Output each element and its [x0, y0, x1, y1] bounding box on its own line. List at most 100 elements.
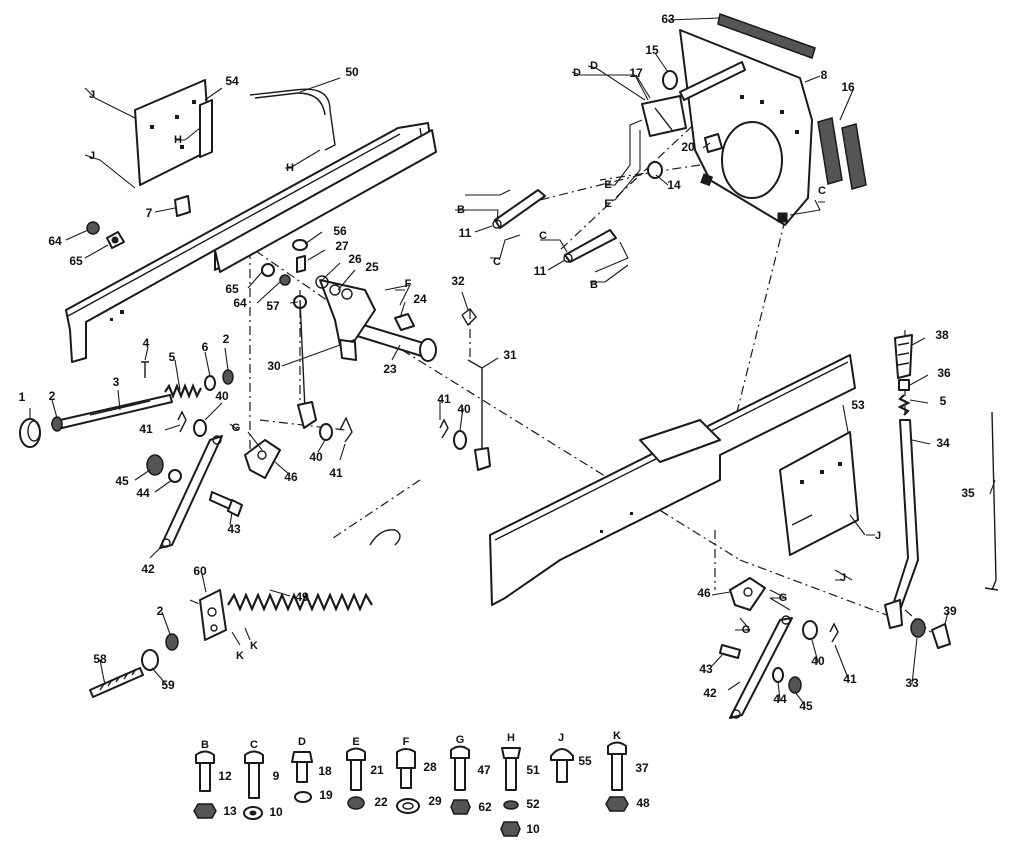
- callout-46: 46: [697, 586, 711, 600]
- letter-J: J: [89, 150, 95, 162]
- key-bolt-51: 51: [526, 763, 540, 777]
- callout-11: 11: [534, 264, 547, 278]
- hardware-key-H: H 51 52 10: [500, 732, 540, 837]
- washer-44-right: [772, 667, 784, 683]
- bushing-15: [662, 70, 678, 90]
- strip-63: [717, 13, 816, 59]
- key-bolt-9: 9: [273, 769, 280, 783]
- key-letter-H: H: [507, 732, 515, 744]
- callout-11: 11: [459, 226, 472, 240]
- plate-53: [779, 431, 859, 556]
- pin-4: [141, 361, 149, 378]
- callout-63: 63: [661, 12, 675, 26]
- callout-16: 16: [841, 80, 855, 94]
- callout-30: 30: [267, 359, 281, 373]
- callout-41: 41: [437, 392, 451, 406]
- rod-31: [467, 359, 491, 471]
- nut-washer-64-65-left: [86, 221, 125, 249]
- letter-G: G: [742, 624, 751, 636]
- leader-lines: [29, 17, 996, 706]
- part-7-clip: [174, 195, 191, 217]
- callout-1: 1: [19, 390, 26, 404]
- control-rod-3: [59, 394, 173, 429]
- nut-45-right: [788, 676, 802, 694]
- letter-D: D: [590, 60, 598, 72]
- washer-65-64-center: [261, 263, 307, 309]
- callout-33: 33: [905, 676, 919, 690]
- callout-56: 56: [333, 224, 347, 238]
- letter-H: H: [174, 134, 182, 146]
- rod-11-lower: [563, 229, 617, 263]
- plate-8: [679, 29, 813, 226]
- hardware-key-D: D 18 19: [291, 736, 333, 803]
- nut-2-upper: [222, 369, 234, 385]
- key-letter-F: F: [403, 736, 410, 748]
- key-letter-G: G: [456, 734, 465, 746]
- callout-14: 14: [667, 178, 681, 192]
- letter-C: C: [818, 185, 826, 197]
- hardware-key-E: E 21 22: [346, 736, 388, 810]
- nut-33: [910, 618, 926, 638]
- callout-44: 44: [136, 486, 150, 500]
- part-46-right-bracket: [729, 577, 766, 611]
- key-nut-48: 48: [636, 796, 650, 810]
- bolt-shaft-upper: [679, 61, 746, 101]
- cotter-32: [461, 308, 477, 327]
- callout-43: 43: [227, 522, 241, 536]
- key-nut-19: 19: [319, 788, 333, 802]
- callout-65: 65: [69, 254, 83, 268]
- callout-2: 2: [49, 389, 56, 403]
- callout-5: 5: [169, 350, 176, 364]
- callout-60: 60: [193, 564, 207, 578]
- letter-K: K: [236, 650, 244, 662]
- knob-1: [19, 418, 41, 448]
- key-bolt-47: 47: [477, 763, 491, 777]
- washer-6: [204, 375, 216, 391]
- washer-40-cotter-41-right: [802, 620, 839, 643]
- callout-35: 35: [961, 486, 975, 500]
- bolt-43-right: [719, 644, 741, 659]
- key-nut-29: 29: [428, 794, 442, 808]
- washer-40-cotter-41-right-center: [439, 418, 467, 450]
- letter-B: B: [457, 204, 465, 216]
- key-bolt-12: 12: [218, 769, 232, 783]
- callout-41: 41: [843, 672, 857, 686]
- part-26-27-bracket: [315, 275, 376, 361]
- key-nut-10b: 10: [526, 822, 540, 836]
- letter-G: G: [779, 592, 788, 604]
- callout-32: 32: [451, 274, 465, 288]
- key-nut-22: 22: [374, 795, 388, 809]
- callout-45: 45: [115, 474, 129, 488]
- callout-25: 25: [365, 260, 379, 274]
- hardware-key-J: J 55: [550, 732, 592, 783]
- bracket-60: [199, 589, 227, 641]
- pads-16: [817, 117, 867, 190]
- washer-40-cotter-41-left: [177, 410, 207, 437]
- alignment-lines: [189, 99, 941, 641]
- letter-J: J: [875, 530, 881, 542]
- callout-31: 31: [503, 348, 517, 362]
- key-letter-E: E: [352, 736, 359, 748]
- bushing-14: [647, 161, 663, 179]
- part-50-cable-clip: [249, 88, 336, 151]
- callout-53: 53: [851, 398, 865, 412]
- callout-57: 57: [266, 299, 280, 313]
- callout-45: 45: [799, 699, 813, 713]
- key-nut-13: 13: [223, 804, 237, 818]
- callout-54: 54: [225, 74, 239, 88]
- letter-E: E: [604, 198, 611, 210]
- part-46-left-bracket: [244, 439, 281, 479]
- callout-24: 24: [413, 292, 427, 306]
- key-bolt-18: 18: [318, 764, 332, 778]
- callout-23: 23: [383, 362, 397, 376]
- key-letter-C: C: [250, 739, 258, 751]
- callout-38: 38: [935, 328, 949, 342]
- nut-2-lower: [165, 633, 179, 651]
- ferrule-36: [898, 379, 910, 391]
- callout-44: 44: [773, 692, 787, 706]
- key-bolt-28: 28: [423, 760, 437, 774]
- letter-B: B: [590, 279, 598, 291]
- callout-34: 34: [936, 436, 950, 450]
- letter-H: H: [286, 162, 294, 174]
